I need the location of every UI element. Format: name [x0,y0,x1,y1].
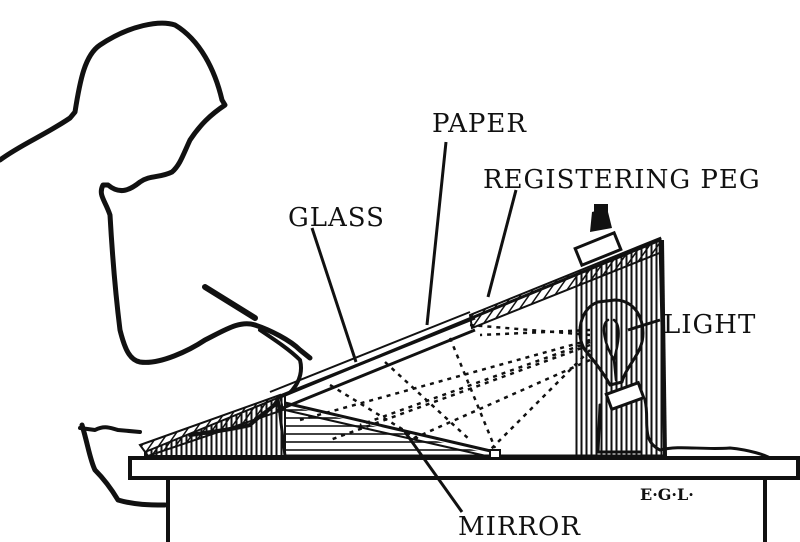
label-glass: GLASS [288,203,385,233]
top-right-board [468,236,664,330]
mirror-leader [403,431,464,513]
light-rays [299,323,591,451]
light-box [138,236,667,459]
registering-peg-leader [486,189,518,298]
paper-leader [425,141,448,326]
table [128,456,800,542]
light-bulb-icon [578,298,772,460]
mirror-bottom [284,409,496,459]
pencil [202,284,258,321]
box-right-wall [575,240,665,456]
artist-signature: E·G·L· [640,485,694,504]
registering-peg-clamp [573,204,623,268]
mirror-top [284,401,496,454]
leader-lines [310,141,661,513]
table-top [128,456,800,480]
label-mirror: MIRROR [458,512,581,542]
light-leader [627,318,661,332]
glass-bottom-edge [282,328,476,410]
label-light: LIGHT [663,310,756,340]
mirror-stop [489,449,501,459]
glass-top-edge [279,316,476,398]
label-registering-peg: REGISTERING PEG [483,165,761,195]
label-paper: PAPER [432,109,527,139]
under-mirror-shading [285,405,495,455]
top-left-board [138,393,285,458]
glass-leader [310,227,358,363]
